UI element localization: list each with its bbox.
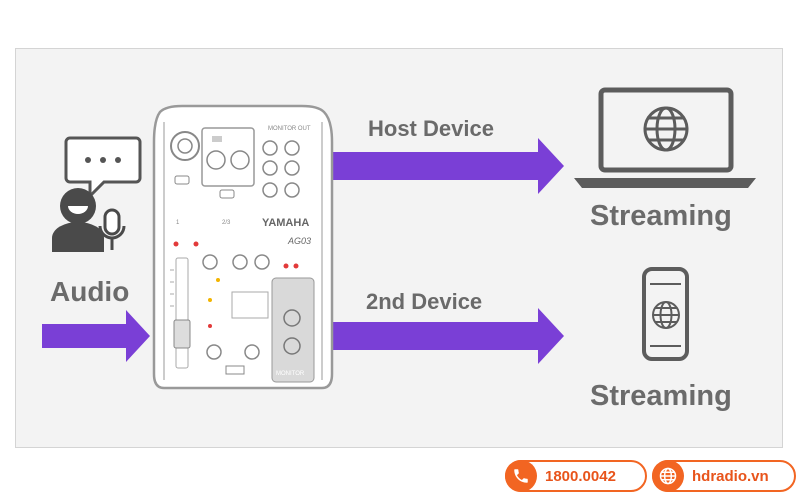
hotline-button[interactable]: 1800.0042 — [505, 460, 647, 492]
phone-icon — [505, 460, 537, 492]
audio-label: Audio — [50, 276, 130, 307]
hotline-number: 1800.0042 — [545, 467, 616, 485]
svg-text:2/3: 2/3 — [222, 220, 231, 226]
svg-text:MONITOR OUT: MONITOR OUT — [268, 126, 311, 132]
microphone-icon — [98, 208, 126, 250]
laptop-icon — [574, 87, 756, 188]
svg-text:AG03: AG03 — [287, 236, 311, 246]
globe-icon — [652, 460, 684, 492]
svg-text:YAMAHA: YAMAHA — [262, 217, 309, 229]
website-link[interactable]: hdradio.vn — [652, 460, 796, 492]
host-device-arrow — [330, 138, 564, 194]
second-device-label: 2nd Device — [366, 289, 483, 314]
svg-text:MONITOR: MONITOR — [276, 371, 305, 377]
person-icon — [52, 188, 104, 252]
website-url: hdradio.vn — [692, 467, 769, 485]
mixer-device: MONITOR OUT YAMAHA AG03 1 2/3 — [152, 104, 334, 390]
speech-bubble-icon — [64, 136, 142, 200]
globe-icon — [652, 301, 680, 329]
svg-text:1: 1 — [176, 220, 180, 226]
host-device-label: Host Device — [368, 116, 494, 141]
streaming-label-host: Streaming — [590, 200, 732, 232]
globe-icon — [643, 106, 689, 152]
audio-input-arrow — [42, 310, 150, 362]
streaming-label-second: Streaming — [590, 380, 732, 412]
diagram-frame — [15, 48, 783, 448]
smartphone-icon — [642, 267, 689, 361]
second-device-arrow — [330, 308, 564, 364]
